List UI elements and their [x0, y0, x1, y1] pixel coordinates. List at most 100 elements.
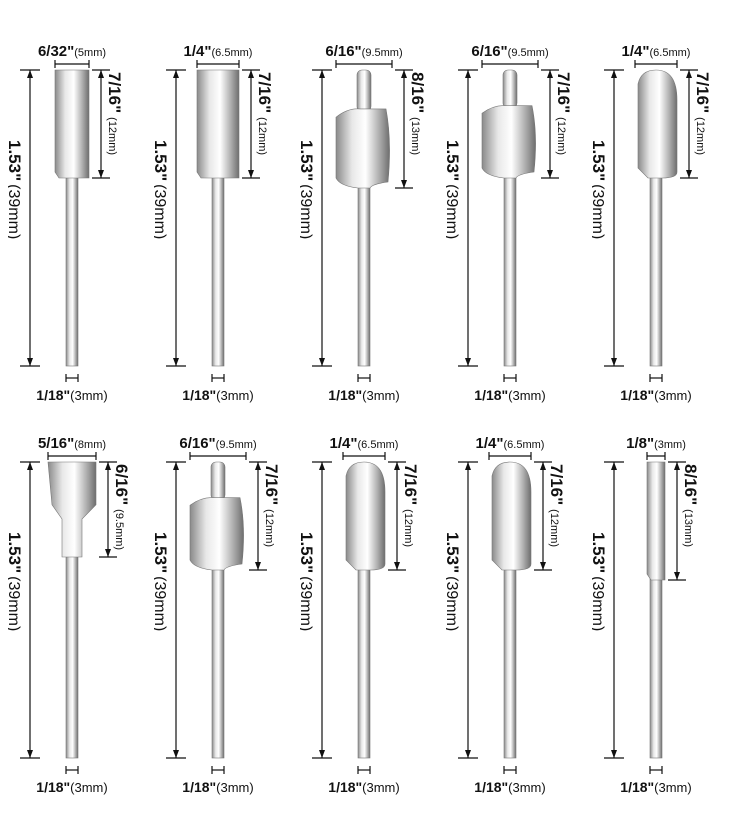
cove-bit-icon [481, 69, 536, 367]
head-length-label: 8/16"(13mm) [408, 72, 427, 155]
total-length-label: 1.53"(39mm) [300, 140, 316, 239]
head-length-label: 7/16"(12mm) [554, 72, 573, 155]
bit-diagram: 1/8"(3mm)1.53"(39mm)8/16"(13mm)1/18"(3mm… [589, 435, 700, 795]
width-dimension-line [342, 452, 386, 460]
bit-diagram: 5/16"(8mm) 1.53"(39mm) 6/16"(9.5mm) 1/18"(3… [5, 435, 131, 795]
total-length-label: 1.53"(39mm) [8, 532, 24, 631]
total-length-label: 1.53"(39mm) [8, 140, 24, 239]
total-length-label: 1.53"(39mm) [154, 140, 170, 239]
shank-diameter-label: 1/18"(3mm) [328, 387, 399, 403]
total-length-label: 1.53"(39mm) [300, 532, 316, 631]
cutting-width-label: 6/32"(5mm) [38, 43, 106, 60]
head-length-arrow [395, 69, 413, 189]
total-length-label: 1.53"(39mm) [592, 140, 608, 239]
mortise-bit-icon [196, 69, 240, 367]
head-length-label: 7/16"(12mm) [262, 464, 281, 547]
head-length-arrow [249, 461, 267, 571]
total-length-arrow [20, 461, 40, 759]
shank-dimension-line [357, 766, 371, 774]
cutting-width-label: 1/4"(6.5mm) [622, 43, 691, 60]
shank-dimension-line [503, 766, 517, 774]
head-length-label: 7/16"(12mm) [105, 72, 124, 155]
width-dimension-line [481, 60, 539, 68]
bit-diagram: 1/4"(6.5mm) 1.53"(39mm) 7/16"(12mm) 1/18"(3… [297, 435, 420, 795]
router-bit-item: 1/8"(3mm)1.53"(39mm)8/16"(13mm)1/18"(3mm… [589, 432, 738, 804]
total-length-label: 1.53"(39mm) [592, 532, 608, 631]
router-bit-item: 6/16"(9.5mm)1.53"(39mm)7/16"(12mm)1/18"(… [443, 40, 592, 412]
shank-dimension-line [649, 374, 663, 382]
total-length-label: 1.53"(39mm) [154, 532, 170, 631]
bit-diagram: 6/16"(9.5mm) 1.53"(39mm) 7/16"(12mm) 1/18"(… [151, 435, 281, 795]
head-length-label: 7/16"(12mm) [255, 72, 274, 155]
shank-diameter-label: 1/18"(3mm) [474, 387, 545, 403]
bit-diagram: 6/32"(5mm) 1.53"(39mm) 7/16"(12mm) 1/18"(3m… [5, 43, 124, 403]
head-length-arrow [242, 69, 260, 179]
shank-dimension-line [211, 374, 225, 382]
width-dimension-line [335, 60, 393, 68]
total-length-arrow [312, 461, 332, 759]
total-length-arrow [312, 69, 332, 367]
head-length-label: 7/16"(12mm) [693, 72, 712, 155]
cutting-width-label: 5/16"(8mm) [38, 435, 106, 452]
t-slot-bit-icon [47, 461, 97, 759]
total-length-arrow [604, 461, 624, 759]
shank-diameter-label: 1/18"(3mm) [474, 779, 545, 795]
router-bit-item: 6/32"(5mm) 1.53"(39mm) 7/16"(12mm) 1/18"(3m… [5, 40, 154, 412]
straight-bit-icon [54, 69, 90, 367]
width-dimension-line [634, 60, 678, 68]
head-length-label: 6/16"(9.5mm) [112, 464, 131, 550]
shank-dimension-line [503, 374, 517, 382]
shank-diameter-label: 1/18"(3mm) [182, 387, 253, 403]
head-length-arrow [92, 69, 110, 179]
shank-diameter-label: 1/18"(3mm) [328, 779, 399, 795]
shank-diameter-label: 1/18"(3mm) [36, 779, 107, 795]
head-length-arrow [541, 69, 559, 179]
width-dimension-line [54, 60, 90, 68]
cutting-width-label: 6/16"(9.5mm) [325, 43, 402, 60]
router-bit-item: 6/16"(9.5mm) 1.53"(39mm) 7/16"(12mm) 1/18"(… [151, 432, 300, 804]
head-length-arrow [680, 69, 698, 179]
shank-dimension-line [65, 766, 79, 774]
head-length-arrow [99, 461, 117, 558]
total-length-label: 1.53"(39mm) [446, 532, 462, 631]
width-dimension-line [196, 60, 240, 68]
total-length-arrow [604, 69, 624, 367]
cutting-width-label: 6/16"(9.5mm) [471, 43, 548, 60]
cutting-width-label: 1/4"(6.5mm) [330, 435, 399, 452]
bit-diagram: 1/4"(6.5mm) 1.53"(39mm) 7/16"(12mm) 1/18"(3… [151, 43, 274, 403]
total-length-arrow [458, 69, 478, 367]
cutting-width-label: 1/4"(6.5mm) [184, 43, 253, 60]
bit-diagram: 1/4"(6.5mm) 1.53"(39mm) 7/16"(12mm) 1/18"(3… [589, 43, 712, 403]
cutting-width-label: 1/4"(6.5mm) [476, 435, 545, 452]
bit-diagram: 6/16"(9.5mm) 1.53"(39mm) 8/16"(13mm) 1/18"(… [297, 43, 427, 403]
shank-dimension-line [649, 766, 663, 774]
head-length-label: 8/16"(13mm) [681, 464, 700, 547]
width-dimension-line [47, 452, 97, 460]
roundover-bit-icon [335, 69, 390, 367]
bit-diagram: 6/16"(9.5mm)1.53"(39mm)7/16"(12mm)1/18"(… [443, 43, 573, 403]
router-bit-item: 1/4"(6.5mm) 1.53"(39mm) 7/16"(12mm) 1/18"(3… [589, 40, 738, 412]
shank-diameter-label: 1/18"(3mm) [620, 779, 691, 795]
total-length-arrow [20, 69, 40, 367]
router-bit-item: 6/16"(9.5mm) 1.53"(39mm) 8/16"(13mm) 1/18"(… [297, 40, 446, 412]
v-groove-bit-icon [637, 69, 678, 367]
head-length-label: 7/16"(12mm) [547, 464, 566, 547]
total-length-arrow [166, 69, 186, 367]
cutting-width-label: 6/16"(9.5mm) [179, 435, 256, 452]
total-length-arrow [458, 461, 478, 759]
shank-diameter-label: 1/18"(3mm) [36, 387, 107, 403]
shank-diameter-label: 1/18"(3mm) [620, 387, 691, 403]
router-bit-item: 5/16"(8mm) 1.53"(39mm) 6/16"(9.5mm) 1/18"(3… [5, 432, 154, 804]
shank-diameter-label: 1/18"(3mm) [182, 779, 253, 795]
width-dimension-line [646, 452, 666, 460]
shank-dimension-line [65, 374, 79, 382]
straight-bit-icon [646, 461, 666, 759]
head-length-arrow [388, 461, 406, 571]
total-length-arrow [166, 461, 186, 759]
head-length-label: 7/16"(12mm) [401, 464, 420, 547]
head-length-arrow [668, 461, 686, 581]
router-bit-item: 1/4"(6.5mm) 1.53"(39mm) 7/16"(12mm) 1/18"(3… [443, 432, 592, 804]
router-bit-item: 1/4"(6.5mm) 1.53"(39mm) 7/16"(12mm) 1/18"(3… [297, 432, 446, 804]
bit-diagram: 1/4"(6.5mm) 1.53"(39mm) 7/16"(12mm) 1/18"(3… [443, 435, 566, 795]
